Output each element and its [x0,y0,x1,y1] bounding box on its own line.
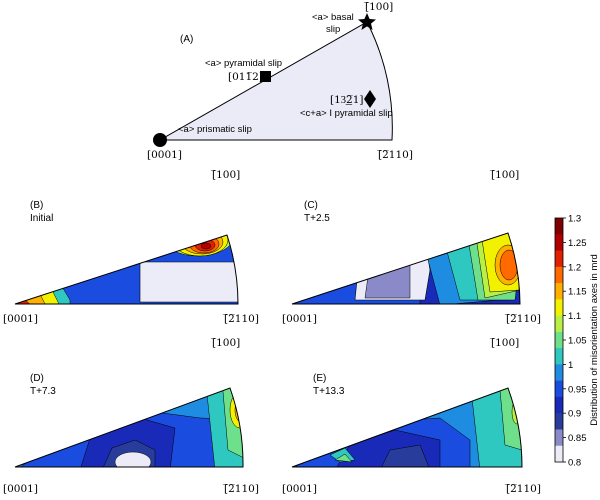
colorbar-segment [555,331,563,349]
colorbar-tick-label: 1.2 [568,262,581,273]
panel-c-outline [291,232,521,305]
colorbar-segment [555,445,563,463]
pyramidal-marker-icon [260,71,271,82]
pyramidal-direction: [011̅2] [228,71,263,83]
colorbar-segment [555,234,563,251]
basal-label-2: slip [326,24,340,35]
panel-a-corner-right: [̅2̅110] [376,149,413,161]
colorbar-segment [555,348,563,365]
colorbar-segment [555,396,563,414]
panel-b-outline [14,234,239,305]
panel-c: (C) T+2.5 [0001] [̅2̅110] [̅100] [282,169,541,325]
cpa-direction: [13͟2̅1] [330,94,363,106]
panel-b-corner-top: [̅100] [210,169,240,181]
panel-e-corner-right: [̅2̅110] [504,483,541,495]
panel-b: (B) Initial [0001] [̅2̅110] [̅100] [3,169,259,325]
panel-c-corner-right: [̅2̅110] [504,313,541,325]
colorbar: 1.3 1.25 1.2 1.15 1.1 1.05 1 0.95 0.9 0.85 0.8 Dis… [554,214,600,469]
panel-c-title: T+2.5 [304,213,330,224]
colorbar-tick-label: 1 [568,360,573,371]
panel-e-corner-left: [0001] [282,483,317,495]
panel-b-title: Initial [30,213,53,224]
panel-b-label: (B) [30,200,43,211]
panel-c-contours [292,233,520,304]
panel-e-outline [291,387,523,468]
panel-d-corner-right: [̅2̅110] [222,483,259,495]
colorbar-segment [555,250,563,268]
panel-c-corner-top: [̅100] [489,169,519,181]
colorbar-segment [555,315,563,333]
panel-a-triangle [158,21,393,141]
panel-e-contours [292,388,522,467]
basal-label-1: <a> basal [312,12,354,23]
panel-b-corner-left: [0001] [3,313,38,325]
star-marker-icon [358,13,376,30]
panel-e-title: T+13.3 [313,386,345,397]
panel-d: (D) T+7.3 [0001] [̅2̅110] [̅100] [3,337,259,495]
colorbar-tick-label: 1.05 [568,336,587,347]
prismatic-label: <a> prismatic slip [178,124,252,135]
panel-b-corner-right: [̅2̅110] [222,313,259,325]
cpa-label: <c+a> I pyramidal slip [300,108,393,119]
panel-d-outline [14,387,244,468]
colorbar-segment [555,429,563,447]
colorbar-tick-label: 1.15 [568,287,587,298]
colorbar-tick-label: 1.3 [568,214,581,225]
panel-d-label: (D) [30,373,44,384]
colorbar-tick-label: 0.85 [568,433,587,444]
panel-a-label: (A) [180,34,193,45]
colorbar-segment [555,218,563,235]
panel-a-corner-left: [0001] [147,149,182,161]
panel-d-contours [15,388,244,467]
pyramidal-label: <a> pyramidal slip [205,58,282,69]
colorbar-tick-label: 0.9 [568,409,581,420]
colorbar-ticks: 1.3 1.25 1.2 1.15 1.1 1.05 1 0.95 0.9 0.85 0.8 [563,214,587,469]
panel-c-label: (C) [304,200,318,211]
colorbar-segment [555,380,563,398]
prismatic-marker-icon [153,133,167,147]
colorbar-tick-label: 1.25 [568,238,587,249]
panel-e: (E) T+13.3 [0001] [̅2̅110] [̅100] [282,337,541,495]
panel-a: (A) <a> prismatic slip <a> pyramidal sli… [147,1,413,161]
colorbar-tick-label: 0.8 [568,458,581,469]
colorbar-label: Distribution of misorientation axes in m… [589,254,600,426]
panel-a-corner-top: [̅100] [363,1,393,13]
colorbar-segment [555,283,563,300]
panel-c-corner-left: [0001] [282,313,317,325]
panel-b-contours [15,235,238,304]
colorbar-segments [555,218,563,463]
panel-d-corner-top: [̅100] [210,337,240,349]
colorbar-segment [555,266,563,284]
colorbar-segment [555,364,563,382]
colorbar-tick-label: 1.1 [568,311,581,322]
panel-d-title: T+7.3 [30,386,56,397]
colorbar-segment [555,413,563,430]
diamond-marker-icon [364,90,376,108]
panel-e-corner-top: [̅100] [489,337,519,349]
panel-d-corner-left: [0001] [3,483,38,495]
panel-e-label: (E) [313,373,326,384]
colorbar-segment [555,299,563,316]
colorbar-tick-label: 0.95 [568,384,587,395]
